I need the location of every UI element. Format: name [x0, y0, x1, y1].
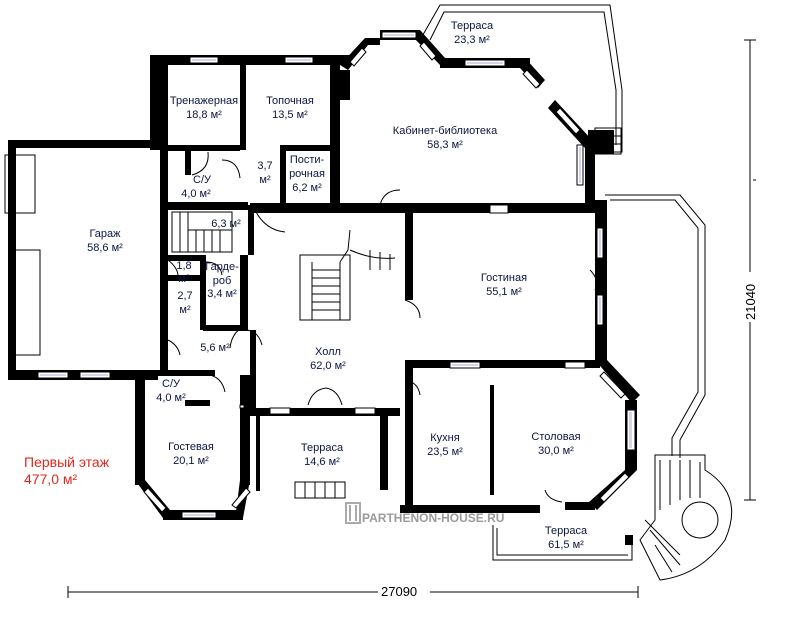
area-kitchen: 23,5 м²: [427, 446, 463, 458]
area-corridor-b-2: м²: [178, 273, 190, 285]
label-boiler: Топочная: [266, 95, 314, 107]
terrace-outlines: [419, 4, 756, 561]
area-wardrobe: 3,4 м²: [207, 288, 237, 300]
label-wc-2: С/У: [162, 378, 181, 390]
watermark-text: PARTHENON-HOUSE.RU: [362, 511, 504, 525]
area-corridor-a-1: 3,7: [257, 160, 272, 172]
label-terrace-big: Терраса: [545, 525, 588, 537]
area-boiler: 13,5 м²: [272, 109, 308, 121]
stairs: [171, 127, 733, 581]
label-terrace-mid: Терраса: [301, 442, 344, 454]
label-gym: Тренажерная: [170, 95, 238, 107]
label-living: Гостиная: [481, 272, 527, 284]
room-labels: Терраса 23,3 м² Тренажерная 18,8 м² Топо…: [87, 20, 588, 551]
area-garage: 58,6 м²: [87, 242, 123, 254]
area-corridor-c-1: 2,7: [177, 290, 192, 302]
watermark: PARTHENON-HOUSE.RU: [345, 502, 504, 525]
label-guest: Гостевая: [168, 441, 214, 453]
dimension-depth: 21040: [743, 284, 758, 320]
area-wc-2: 4,0 м²: [156, 392, 186, 404]
area-terrace-mid: 14,6 м²: [304, 456, 340, 468]
area-terrace-big: 61,5 м²: [548, 539, 584, 551]
label-kitchen: Кухня: [430, 432, 459, 444]
area-dining: 30,0 м²: [538, 445, 574, 457]
area-terrace-top: 23,3 м²: [454, 34, 490, 46]
label-dining: Столовая: [531, 431, 580, 443]
label-garage: Гараж: [89, 228, 121, 240]
label-wardrobe-1: Гарде-: [205, 261, 239, 273]
label-laundry-1: Пости-: [290, 154, 325, 166]
label-wardrobe-2: роб: [213, 275, 232, 287]
doors: [167, 151, 598, 503]
area-hall: 62,0 м²: [310, 360, 346, 372]
dimension-width: 27090: [381, 584, 417, 599]
dimension-lines: [67, 39, 756, 598]
label-wc-1: С/У: [193, 174, 212, 186]
area-small-stair: 6,3 м²: [211, 218, 241, 230]
area-vestibule: 5,6 м²: [200, 342, 230, 354]
area-library: 58,3 м²: [427, 139, 463, 151]
area-corridor-a-2: м²: [259, 174, 271, 186]
area-living: 55,1 м²: [486, 286, 522, 298]
label-library: Кабинет-библиотека: [393, 125, 498, 137]
label-terrace-top: Терраса: [451, 20, 494, 32]
garage-exterior: [4, 140, 163, 378]
floor-area: 477,0 м²: [24, 471, 78, 487]
label-hall: Холл: [315, 346, 341, 358]
windows: [37, 31, 636, 519]
area-guest: 20,1 м²: [173, 455, 209, 467]
area-corridor-c-2: м²: [179, 304, 191, 316]
area-gym: 18,8 м²: [186, 109, 222, 121]
floor-title: Первый этаж: [24, 454, 110, 470]
area-laundry: 6,2 м²: [292, 182, 322, 194]
area-corridor-b-1: 1,8: [176, 260, 191, 272]
label-laundry-2: рочная: [289, 168, 325, 180]
area-wc-1: 4,0 м²: [181, 188, 211, 200]
